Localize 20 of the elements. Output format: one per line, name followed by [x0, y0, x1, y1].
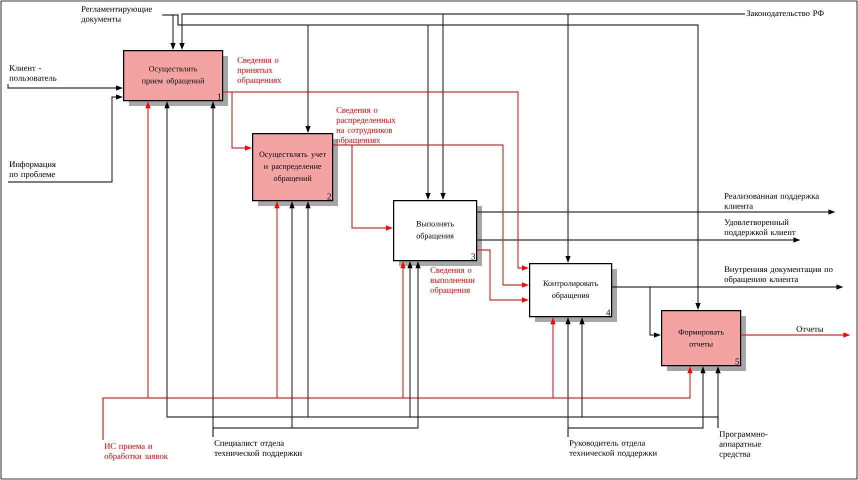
process-box: Осуществлять прием обращений 1: [123, 50, 228, 106]
edge-label: Сведения о распределенных на сотрудников обращениях: [336, 107, 396, 145]
edge-label: Сведения о принятых обращениях: [237, 57, 282, 85]
process-box: Осуществлять учет и распределение обращений 2: [252, 133, 338, 206]
edge-label: Сведения о выполнении обращения: [430, 267, 475, 295]
flow-label: Удовлетворенный поддержкой клиент: [724, 219, 796, 237]
flow-label: Отчеты: [796, 326, 824, 332]
flow-label: Информация по проблеме: [9, 161, 56, 179]
flow-label: Регламентирующие документы: [81, 6, 152, 24]
flow-label: Специалист отдела технической поддержки: [214, 440, 302, 458]
flow-label: Реализованная поддержка клиента: [724, 193, 819, 209]
flow-label: ИС приема и обработки заявок: [104, 443, 168, 461]
process-box: Формировать отчеты 5: [661, 310, 746, 371]
process-box: Выполнять обращения 3: [393, 200, 482, 266]
flow-label: Программно-аппаратные средства: [719, 431, 768, 459]
flow-label: Законодательство РФ: [746, 10, 824, 18]
flow-label: Клиент -пользователь: [9, 65, 56, 81]
flow-label: Руководитель отдела технической поддержки: [569, 440, 657, 458]
process-box: Контролировать обращения 4: [529, 263, 617, 322]
flow-label: Внутренняя документация по обращению клиента: [724, 266, 833, 284]
